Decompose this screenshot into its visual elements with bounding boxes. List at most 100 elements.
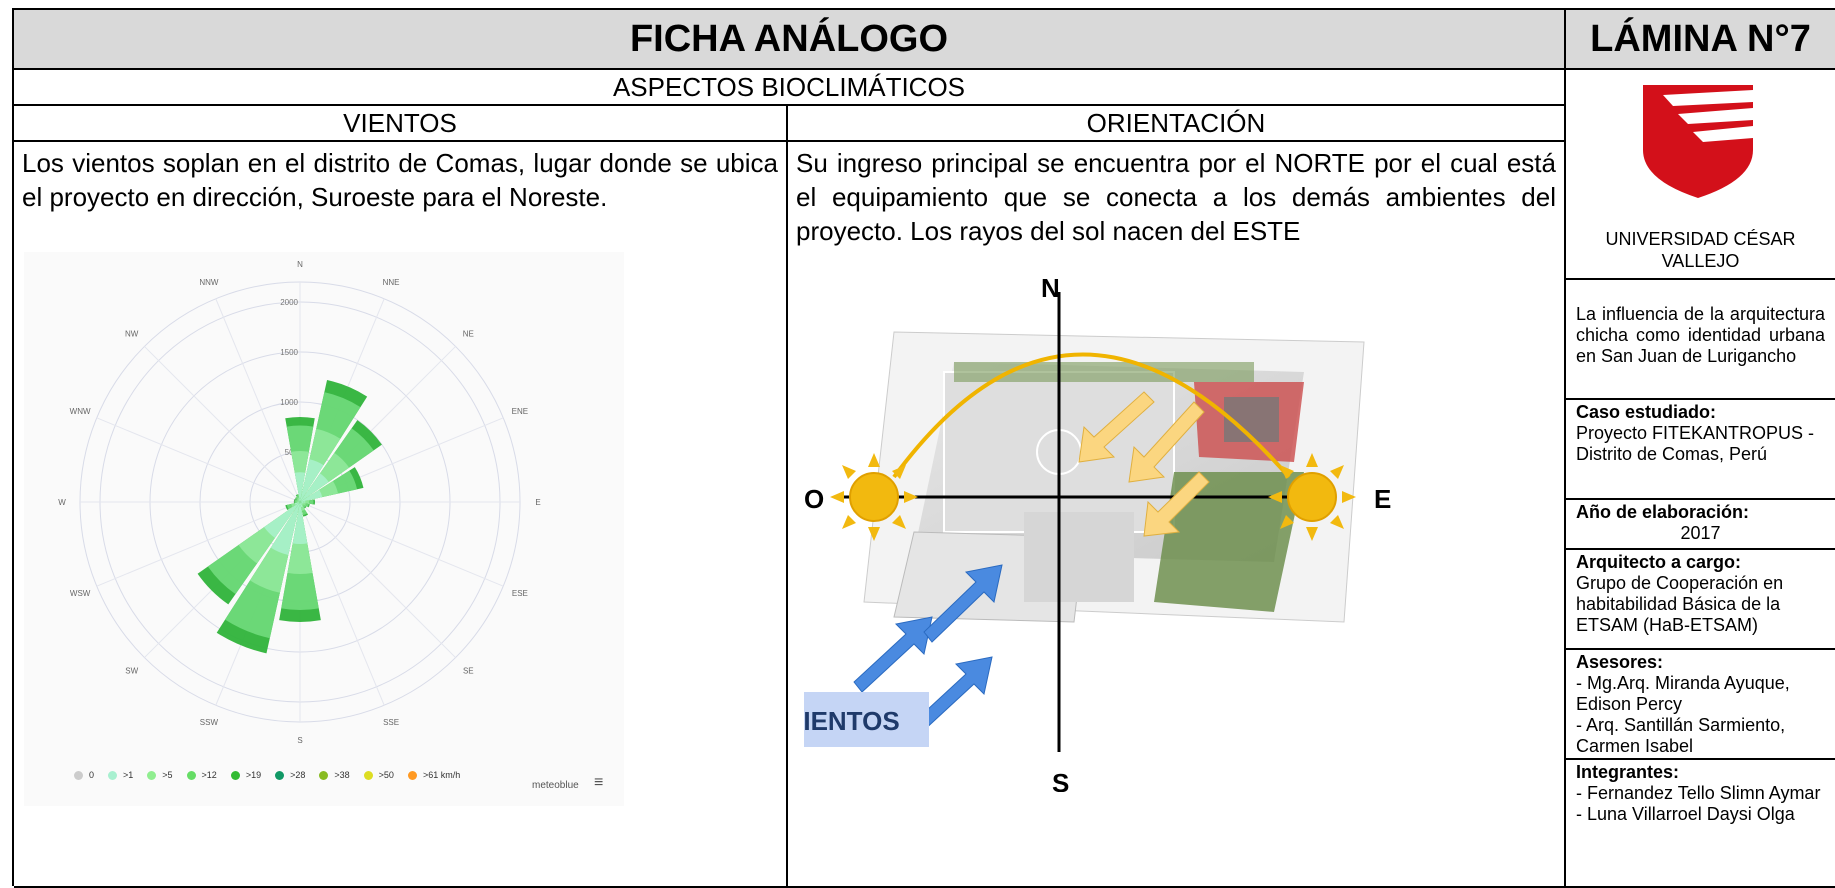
windrose-petal-E: [300, 501, 306, 503]
legend-item: >28: [275, 770, 306, 781]
winds-label: VIENTOS: [804, 706, 900, 736]
architect-label: Arquitecto a cargo:: [1576, 552, 1742, 572]
university-block: UNIVERSIDAD CÉSAR VALLEJO: [1566, 70, 1835, 280]
windrose-spoke: [96, 501, 301, 587]
wind-arrows: [853, 564, 1003, 733]
year-block: Año de elaboración: 2017: [1566, 500, 1835, 550]
windrose-spoke: [299, 501, 385, 706]
member-1: - Fernandez Tello Slimn Aymar: [1576, 783, 1821, 803]
windrose-petal-WNW: [297, 500, 300, 502]
sheet-title: FICHA ANÁLOGO: [14, 10, 1566, 70]
architect-value: Grupo de Cooperación en habitabilidad Bá…: [1576, 573, 1784, 635]
orientation-panel: Su ingreso principal se encuentra por el…: [788, 142, 1566, 888]
windrose-legend: 0 >1 >5 >12 >19 >28 >38 >50 >61 km/h: [74, 770, 461, 781]
windrose-petal-NE: [300, 473, 329, 502]
case-block: Caso estudiado: Proyecto FITEKANTROPUS -…: [1566, 400, 1835, 500]
advisor-1: - Mg.Arq. Miranda Ayuque, Edison Percy: [1576, 673, 1790, 714]
south-label: S: [1052, 768, 1069, 792]
north-label: N: [1041, 273, 1060, 303]
windrose-petal-NNW: [298, 499, 300, 502]
legend-swatch: [407, 771, 417, 781]
windrose-ring-label: 1000: [280, 398, 298, 407]
legend-swatch: [108, 771, 118, 781]
west-label: O: [804, 484, 824, 514]
sheet-number: LÁMINA N°7: [1566, 10, 1835, 70]
winds-label-box: [804, 692, 929, 747]
legend-swatch: [363, 771, 373, 781]
advisor-2: - Arq. Santillán Sarmiento, Carmen Isabe…: [1576, 715, 1786, 756]
sun-west-icon: [830, 453, 918, 541]
university-name: UNIVERSIDAD CÉSAR VALLEJO: [1605, 229, 1796, 271]
legend-item: >1: [108, 770, 134, 781]
windrose-brand: meteoblue: [532, 780, 579, 791]
advisors-label: Asesores:: [1576, 652, 1664, 672]
members-label: Integrantes:: [1576, 762, 1680, 782]
windrose-direction-label: NNE: [383, 278, 400, 287]
legend-label: 0: [89, 770, 95, 780]
orientation-diagram: N S O E: [804, 273, 1391, 792]
legend-label: >1: [123, 770, 134, 780]
legend-swatch: [230, 771, 240, 781]
windrose-petal-SE: [300, 502, 303, 505]
windrose-spoke: [96, 417, 301, 503]
windrose-direction-label: WSW: [70, 589, 91, 598]
windrose-direction-label: S: [297, 736, 302, 745]
legend-label: >12: [201, 770, 217, 780]
windrose-petal-SSE: [300, 502, 303, 508]
legend-item: >5: [147, 770, 173, 781]
menu-icon[interactable]: ≡: [594, 774, 604, 791]
legend-label: >50: [378, 770, 394, 780]
sun-east-icon: [1268, 453, 1356, 541]
legend-label: >19: [245, 770, 262, 780]
windrose-spoke: [299, 501, 456, 658]
windrose-ring-label: 2000: [280, 298, 298, 307]
sun-path-arc: [892, 352, 1291, 479]
windrose-chart: NNNENEENEEESESESSESSSWSWWSWWWNWNWNNW5001…: [24, 252, 624, 806]
windrose-direction-label: N: [297, 260, 303, 269]
windrose-direction-label: SSE: [383, 718, 399, 727]
analog-sheet: FICHA ANÁLOGO LÁMINA N°7 ASPECTOS BIOCLI…: [12, 8, 1835, 888]
legend-label: >28: [290, 770, 306, 780]
windrose-ring-label: 1500: [280, 348, 298, 357]
windrose-petal-ENE: [300, 489, 323, 502]
year-value: 2017: [1680, 523, 1721, 543]
case-value: Proyecto FITEKANTROPUS - Distrito de Com…: [1576, 423, 1815, 464]
section-title: ASPECTOS BIOCLIMÁTICOS: [14, 70, 1566, 106]
windrose-direction-label: W: [58, 498, 66, 507]
legend-label: >38: [334, 770, 350, 780]
windrose-petal-NNE: [300, 459, 324, 502]
windrose-direction-label: ENE: [512, 407, 528, 416]
legend-swatch: [74, 771, 83, 781]
east-label: E: [1374, 484, 1391, 514]
site-plan-image: [863, 331, 1365, 623]
legend-swatch: [147, 771, 157, 781]
windrose-direction-label: ESE: [512, 589, 528, 598]
windrose-petal-SW: [264, 502, 300, 538]
windrose-direction-label: NE: [463, 330, 474, 339]
windrose-petal-ESE: [300, 502, 304, 504]
windrose-petal-W: [297, 501, 300, 503]
legend-label: >61 km/h: [422, 770, 461, 780]
windrose-spoke: [144, 346, 301, 503]
windrose-direction-label: WNW: [70, 407, 91, 416]
sun-ray-arrows: [1078, 391, 1210, 537]
legend-swatch: [319, 771, 329, 781]
winds-description: Los vientos soplan en el distrito de Com…: [22, 148, 778, 212]
year-label: Año de elaboración:: [1576, 502, 1750, 522]
legend-item: >38: [319, 770, 350, 781]
legend-swatch: [186, 771, 196, 781]
legend-swatch: [275, 771, 285, 781]
legend-item: 0: [74, 770, 95, 781]
architect-block: Arquitecto a cargo: Grupo de Cooperación…: [1566, 550, 1835, 650]
legend-item: >12: [186, 770, 217, 781]
windrose-petal-S: [292, 502, 308, 544]
windrose-spoke: [215, 298, 301, 503]
thesis-title: La influencia de la arquitectura chicha …: [1566, 280, 1835, 400]
windrose-petal-SSW: [270, 502, 300, 555]
legend-label: >5: [162, 770, 173, 780]
case-label: Caso estudiado:: [1576, 402, 1717, 422]
windrose-direction-label: NW: [125, 330, 139, 339]
legend-item: >50: [363, 770, 394, 781]
orientation-description: Su ingreso principal se encuentra por el…: [796, 148, 1556, 246]
members-block: Integrantes: - Fernandez Tello Slimn Aym…: [1566, 760, 1835, 888]
